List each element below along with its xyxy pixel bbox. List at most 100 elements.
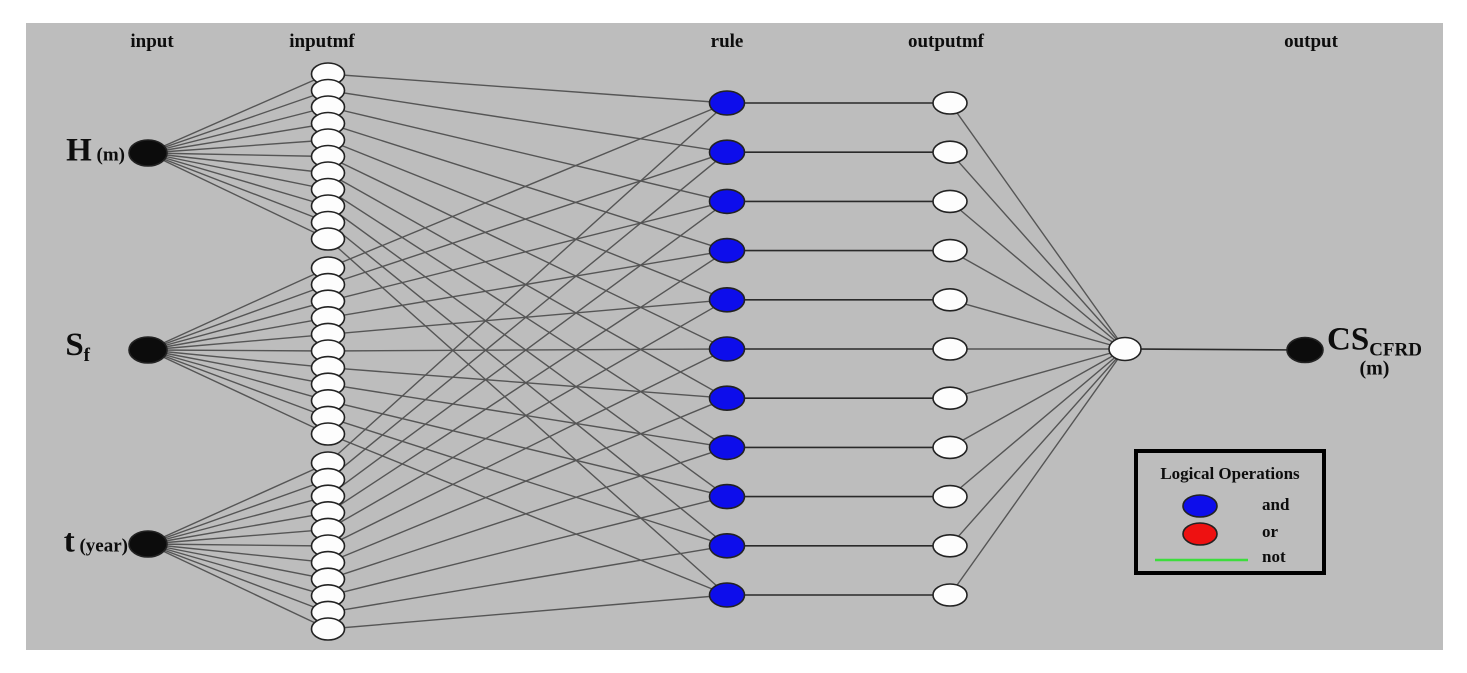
- rule-node: [708, 483, 746, 510]
- edge-input-inputmf: [147, 139, 329, 154]
- edge-input-inputmf: [147, 122, 329, 154]
- input-label-H: H (m): [66, 132, 125, 169]
- edge-inputmf-rule: [327, 151, 728, 286]
- edge-outputmf-aggregate: [949, 348, 1126, 547]
- edge-input-inputmf: [147, 152, 329, 158]
- edge-outputmf-aggregate: [949, 102, 1126, 350]
- column-header-input: input: [130, 31, 174, 52]
- edge-inputmf-rule: [327, 200, 728, 497]
- column-header-output: output: [1284, 31, 1338, 52]
- outputmf-node: [932, 484, 968, 509]
- edge-input-inputmf: [147, 462, 329, 545]
- outputmf-node: [932, 287, 968, 312]
- rule-node: [708, 434, 746, 461]
- edge-input-inputmf: [147, 152, 329, 207]
- edge-inputmf-rule: [327, 89, 728, 153]
- edge-input-inputmf: [147, 106, 329, 154]
- input-node: [128, 530, 168, 558]
- edge-input-inputmf: [147, 333, 329, 351]
- rule-node: [708, 582, 746, 608]
- column-header-inputmf: inputmf: [289, 31, 355, 52]
- input-unit-H: (m): [91, 144, 125, 166]
- edge-input-inputmf: [147, 283, 329, 351]
- outputmf-node: [932, 238, 968, 263]
- outputmf-node: [932, 189, 968, 214]
- outputmf-node: [932, 583, 968, 607]
- edge-inputmf-rule: [327, 299, 728, 531]
- edge-input-inputmf: [147, 317, 329, 351]
- edge-outputmf-aggregate: [949, 348, 1126, 596]
- edge-input-inputmf: [147, 349, 329, 402]
- rule-node: [708, 336, 746, 362]
- output-name: CS: [1327, 321, 1370, 358]
- outputmf-node: [932, 386, 968, 411]
- edge-input-inputmf: [147, 543, 329, 630]
- output-label: CSCFRD (m): [1327, 321, 1422, 381]
- edge-input-inputmf: [147, 267, 329, 351]
- edge-outputmf-aggregate: [949, 299, 1126, 350]
- input-node: [128, 139, 168, 167]
- input-name-Sf: S: [65, 327, 84, 363]
- edge-inputmf-rule: [327, 433, 728, 596]
- edge-outputmf-aggregate: [949, 348, 1126, 449]
- output-node: [1286, 336, 1324, 364]
- edge-inputmf-rule: [327, 348, 728, 352]
- edge-input-inputmf: [147, 300, 329, 351]
- column-header-rule: rule: [710, 31, 744, 52]
- edge-inputmf-rule: [327, 188, 728, 448]
- outputmf-node: [932, 337, 968, 361]
- edge-outputmf-aggregate: [949, 200, 1126, 350]
- rule-node: [708, 90, 746, 116]
- edge-inputmf-rule: [327, 495, 728, 597]
- edge-input-inputmf: [147, 349, 329, 419]
- output-unit: (m): [1359, 357, 1390, 380]
- edge-input-inputmf: [147, 512, 329, 545]
- edge-input-inputmf: [147, 89, 329, 154]
- inputmf-node: [310, 227, 346, 251]
- edge-input-inputmf: [147, 478, 329, 545]
- outputmf-node: [932, 533, 968, 558]
- edge-inputmf-rule: [327, 238, 728, 596]
- edge-outputmf-aggregate: [949, 348, 1126, 498]
- rule-node: [708, 188, 746, 215]
- input-label-t: t (year): [63, 523, 128, 560]
- input-sub-Sf: f: [83, 345, 90, 366]
- legend-label-or: or: [1262, 522, 1279, 541]
- outputmf-node: [932, 140, 968, 164]
- output-sub: CFRD: [1369, 339, 1422, 361]
- edge-inputmf-rule: [327, 545, 728, 614]
- input-name-t: t: [63, 523, 75, 560]
- edge-inputmf-rule: [327, 397, 728, 564]
- outputmf-node: [932, 435, 968, 460]
- edge-input-inputmf: [147, 543, 329, 564]
- rule-node: [708, 532, 746, 559]
- edge-outputmf-aggregate: [949, 151, 1126, 350]
- input-name-H: H: [66, 132, 92, 169]
- edge-outputmf-aggregate: [949, 249, 1126, 350]
- input-node: [128, 336, 168, 364]
- edge-input-inputmf: [147, 152, 329, 224]
- inputmf-node: [310, 617, 346, 641]
- aggregate-node: [1108, 336, 1142, 362]
- edge-inputmf-rule: [327, 250, 728, 514]
- edge-inputmf-rule: [327, 139, 728, 301]
- legend-box: [1134, 449, 1326, 575]
- legend-title: Logical Operations: [1160, 464, 1300, 483]
- edge-inputmf-rule: [327, 366, 728, 399]
- edge-input-inputmf: [147, 495, 329, 545]
- input-unit-t: (year): [74, 535, 128, 557]
- edge-outputmf-aggregate: [949, 348, 1126, 399]
- rule-node: [708, 385, 746, 412]
- edge-inputmf-rule: [327, 73, 728, 104]
- rule-node: [708, 139, 746, 165]
- edge-input-inputmf: [147, 543, 329, 597]
- edge-input-inputmf: [147, 152, 329, 174]
- edge-inputmf-rule: [327, 221, 728, 547]
- column-header-outputmf: outputmf: [907, 31, 985, 52]
- edge-inputmf-rule: [327, 155, 728, 350]
- edge-input-inputmf: [147, 152, 329, 191]
- edge-inputmf-rule: [327, 594, 728, 630]
- edge-inputmf-rule: [327, 205, 728, 498]
- edge-input-inputmf: [147, 73, 329, 154]
